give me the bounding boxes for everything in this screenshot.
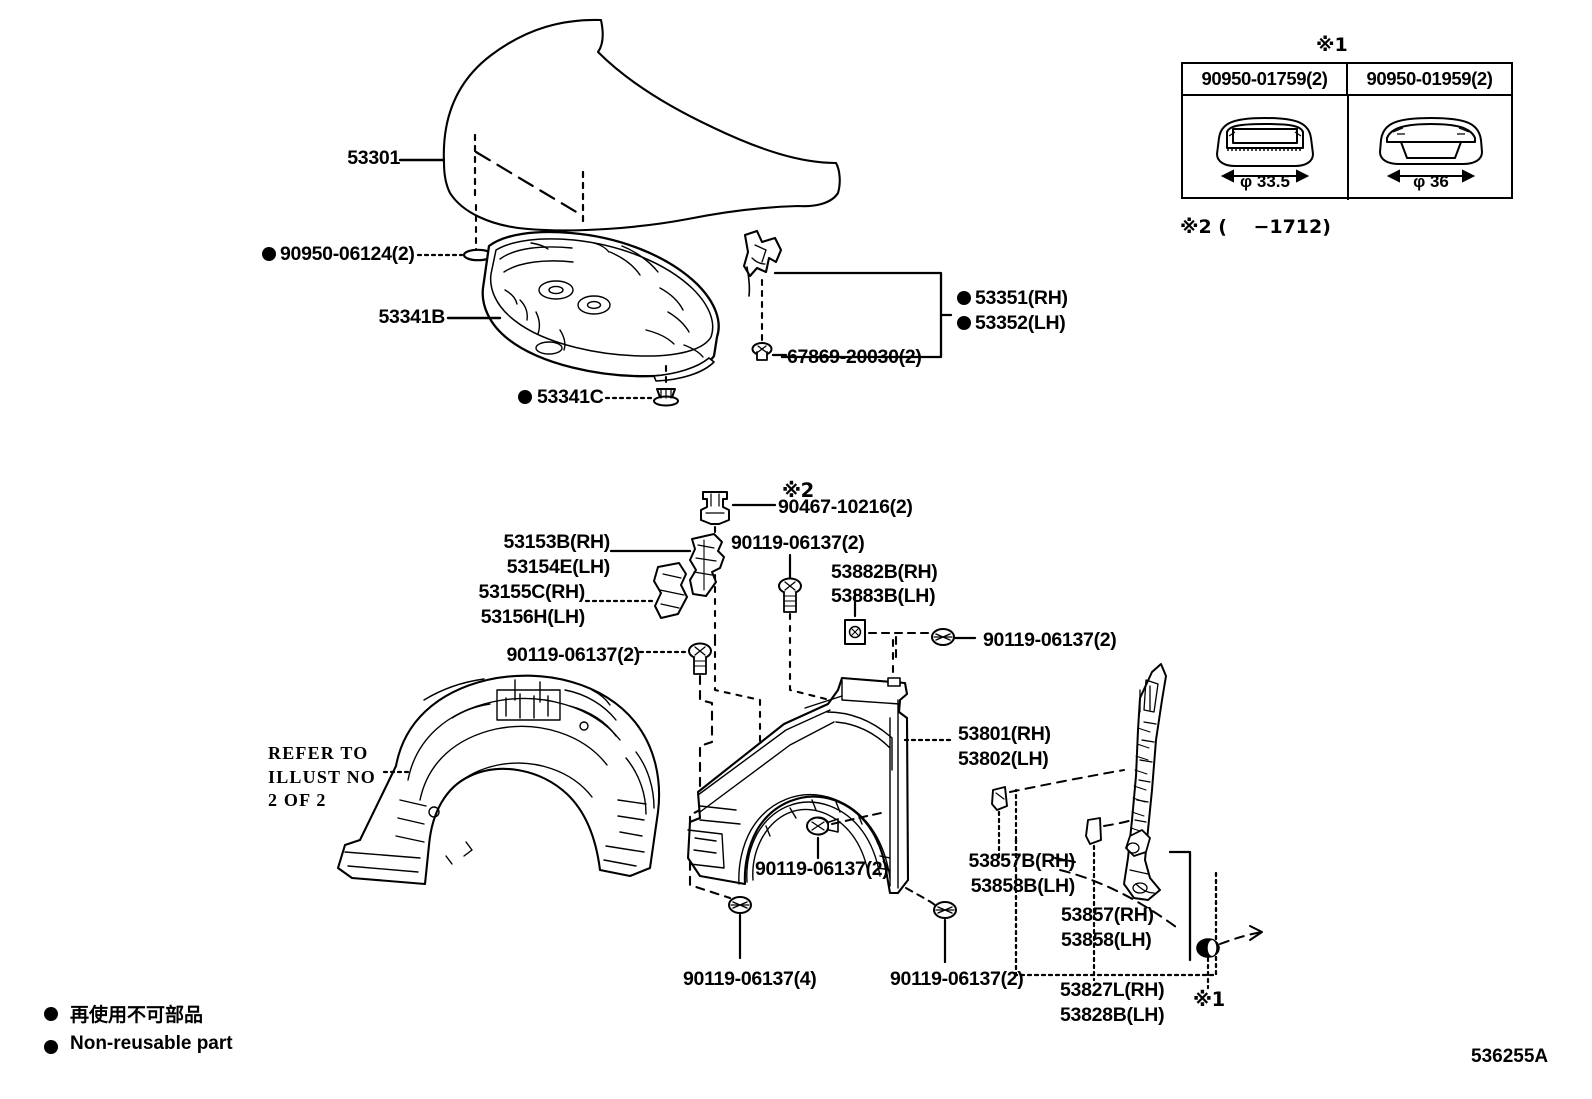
bracket-53153b [689, 533, 725, 597]
variant-cell-2: φ 36 [1349, 96, 1513, 200]
label-fender-53801-rh: 53801(RH) [958, 723, 1051, 745]
legend-english: Non-reusable part [70, 1033, 233, 1054]
bolt-90119-right-upper [931, 628, 955, 646]
label-seal-53858-lh: 53858(LH) [1061, 929, 1152, 951]
label-bolt-90119-left: 90119-06137(2) [506, 644, 641, 666]
legend-japanese: 再使用不可部品 [70, 1004, 204, 1026]
hood-insulator-53341b [481, 230, 720, 382]
bolt-90119-top-center [778, 577, 802, 613]
variant-table-body: φ 33.5 φ 36 [1183, 96, 1511, 200]
label-bracket-53154e-lh: 53154E(LH) [506, 556, 611, 578]
label-insulator-clip-53341c: 53341C [537, 386, 604, 408]
bolt-90119-left [688, 642, 712, 675]
small-bracket-detail [1125, 829, 1151, 857]
label-bolt-90119-bottom-mid: 90119-06137(2) [890, 968, 1024, 990]
label-hinge-bolt-67869: 67869-20030(2) [787, 346, 922, 368]
bolt-90119-fender-mid [806, 816, 839, 836]
legend-bullet-english [44, 1040, 58, 1054]
variant-col2-part: 90950-01959(2) [1366, 68, 1493, 89]
label-bracket-53153b-rh: 53153B(RH) [503, 531, 611, 553]
label-liner-variant-mark: ※1 [1193, 988, 1225, 1011]
label-bracket-53155c-rh: 53155C(RH) [478, 581, 586, 603]
hood-seal-grommet [462, 248, 494, 262]
label-retainer-53883b-lh: 53883B(LH) [831, 585, 936, 607]
fender-liner-illust2 [336, 674, 661, 886]
label-fender-53802-lh: 53802(LH) [958, 748, 1049, 770]
hood-hinge-53351 [742, 229, 783, 278]
variant-col1-dimension: φ 33.5 [1240, 172, 1290, 191]
label-hinge-53352-lh: 53352(LH) [975, 312, 1066, 334]
apron-seal-53827l [1123, 663, 1167, 901]
nonreusable-bullet-53351 [957, 291, 971, 305]
label-bolt-90119-bottom-left: 90119-06137(4) [683, 968, 817, 990]
variant-col1-part: 90950-01759(2) [1183, 64, 1348, 94]
label-refer-to-illust: REFER TO ILLUST NO 2 OF 2 [268, 743, 377, 810]
diagram-id: 536255A [1471, 1046, 1549, 1067]
label-hinge-53351-rh: 53351(RH) [975, 287, 1068, 309]
variant-cell-1: φ 33.5 [1183, 96, 1349, 200]
label-seal-53857-rh: 53857(RH) [1061, 904, 1154, 926]
nonreusable-bullet-53341c [518, 390, 532, 404]
label-clip-90467-mark: ※2 [782, 479, 814, 502]
fender-top-clip [887, 677, 901, 687]
label-liner-53827l-rh: 53827L(RH) [1060, 979, 1165, 1001]
variant-table: 90950-01759(2) 90950-01959(2) [1181, 62, 1513, 200]
label-hood-53301: 53301 [347, 147, 400, 169]
legend-bullet-japanese [44, 1007, 58, 1021]
nonreusable-bullet-53352 [957, 316, 971, 330]
label-retainer-53882b-rh: 53882B(RH) [831, 561, 938, 583]
variant-table-marker: ※1 [1316, 34, 1348, 56]
clip-53857 [1085, 817, 1102, 845]
insulator-clip-53341c [653, 388, 679, 407]
label-bracket-53156h-lh: 53156H(LH) [480, 606, 586, 628]
label-insulator-53341b: 53341B [378, 306, 445, 328]
label-seal-53858b-lh: 53858B(LH) [970, 875, 1076, 897]
bracket-53155c [653, 562, 688, 619]
label-bolt-90119-top-center: 90119-06137(2) [731, 532, 865, 554]
note-mark2: ※2 ( −1712) [1180, 216, 1331, 238]
label-bolt-90119-fender-mid: 90119-06137(2) [755, 858, 889, 880]
bolt-90119-bottom-mid [933, 901, 957, 919]
label-bolt-90119-right-upper: 90119-06137(2) [983, 629, 1117, 651]
label-liner-53828b-lh: 53828B(LH) [1060, 1004, 1165, 1026]
label-hood-seal-90950-06124: 90950-06124(2) [280, 243, 415, 265]
grommet-33-5-drawing [1216, 117, 1314, 183]
grommet-variant-mark1 [1196, 938, 1220, 958]
bolt-90119-bottom-left [728, 896, 752, 914]
hinge-bolt-67869 [751, 342, 773, 361]
label-clip-90467-10216: 90467-10216(2) [778, 496, 913, 518]
variant-col2-dimension: φ 36 [1413, 172, 1449, 191]
hood-outline [442, 18, 841, 232]
variant-table-header: 90950-01759(2) 90950-01959(2) [1183, 64, 1511, 96]
label-seal-53857b-rh: 53857B(RH) [968, 850, 1076, 872]
nonreusable-bullet-90950-06124 [262, 247, 276, 261]
grommet-36-drawing [1379, 117, 1483, 183]
retainer-53882b [844, 619, 866, 645]
clip-90467-10216 [700, 491, 730, 525]
clip-53857b [991, 786, 1008, 811]
